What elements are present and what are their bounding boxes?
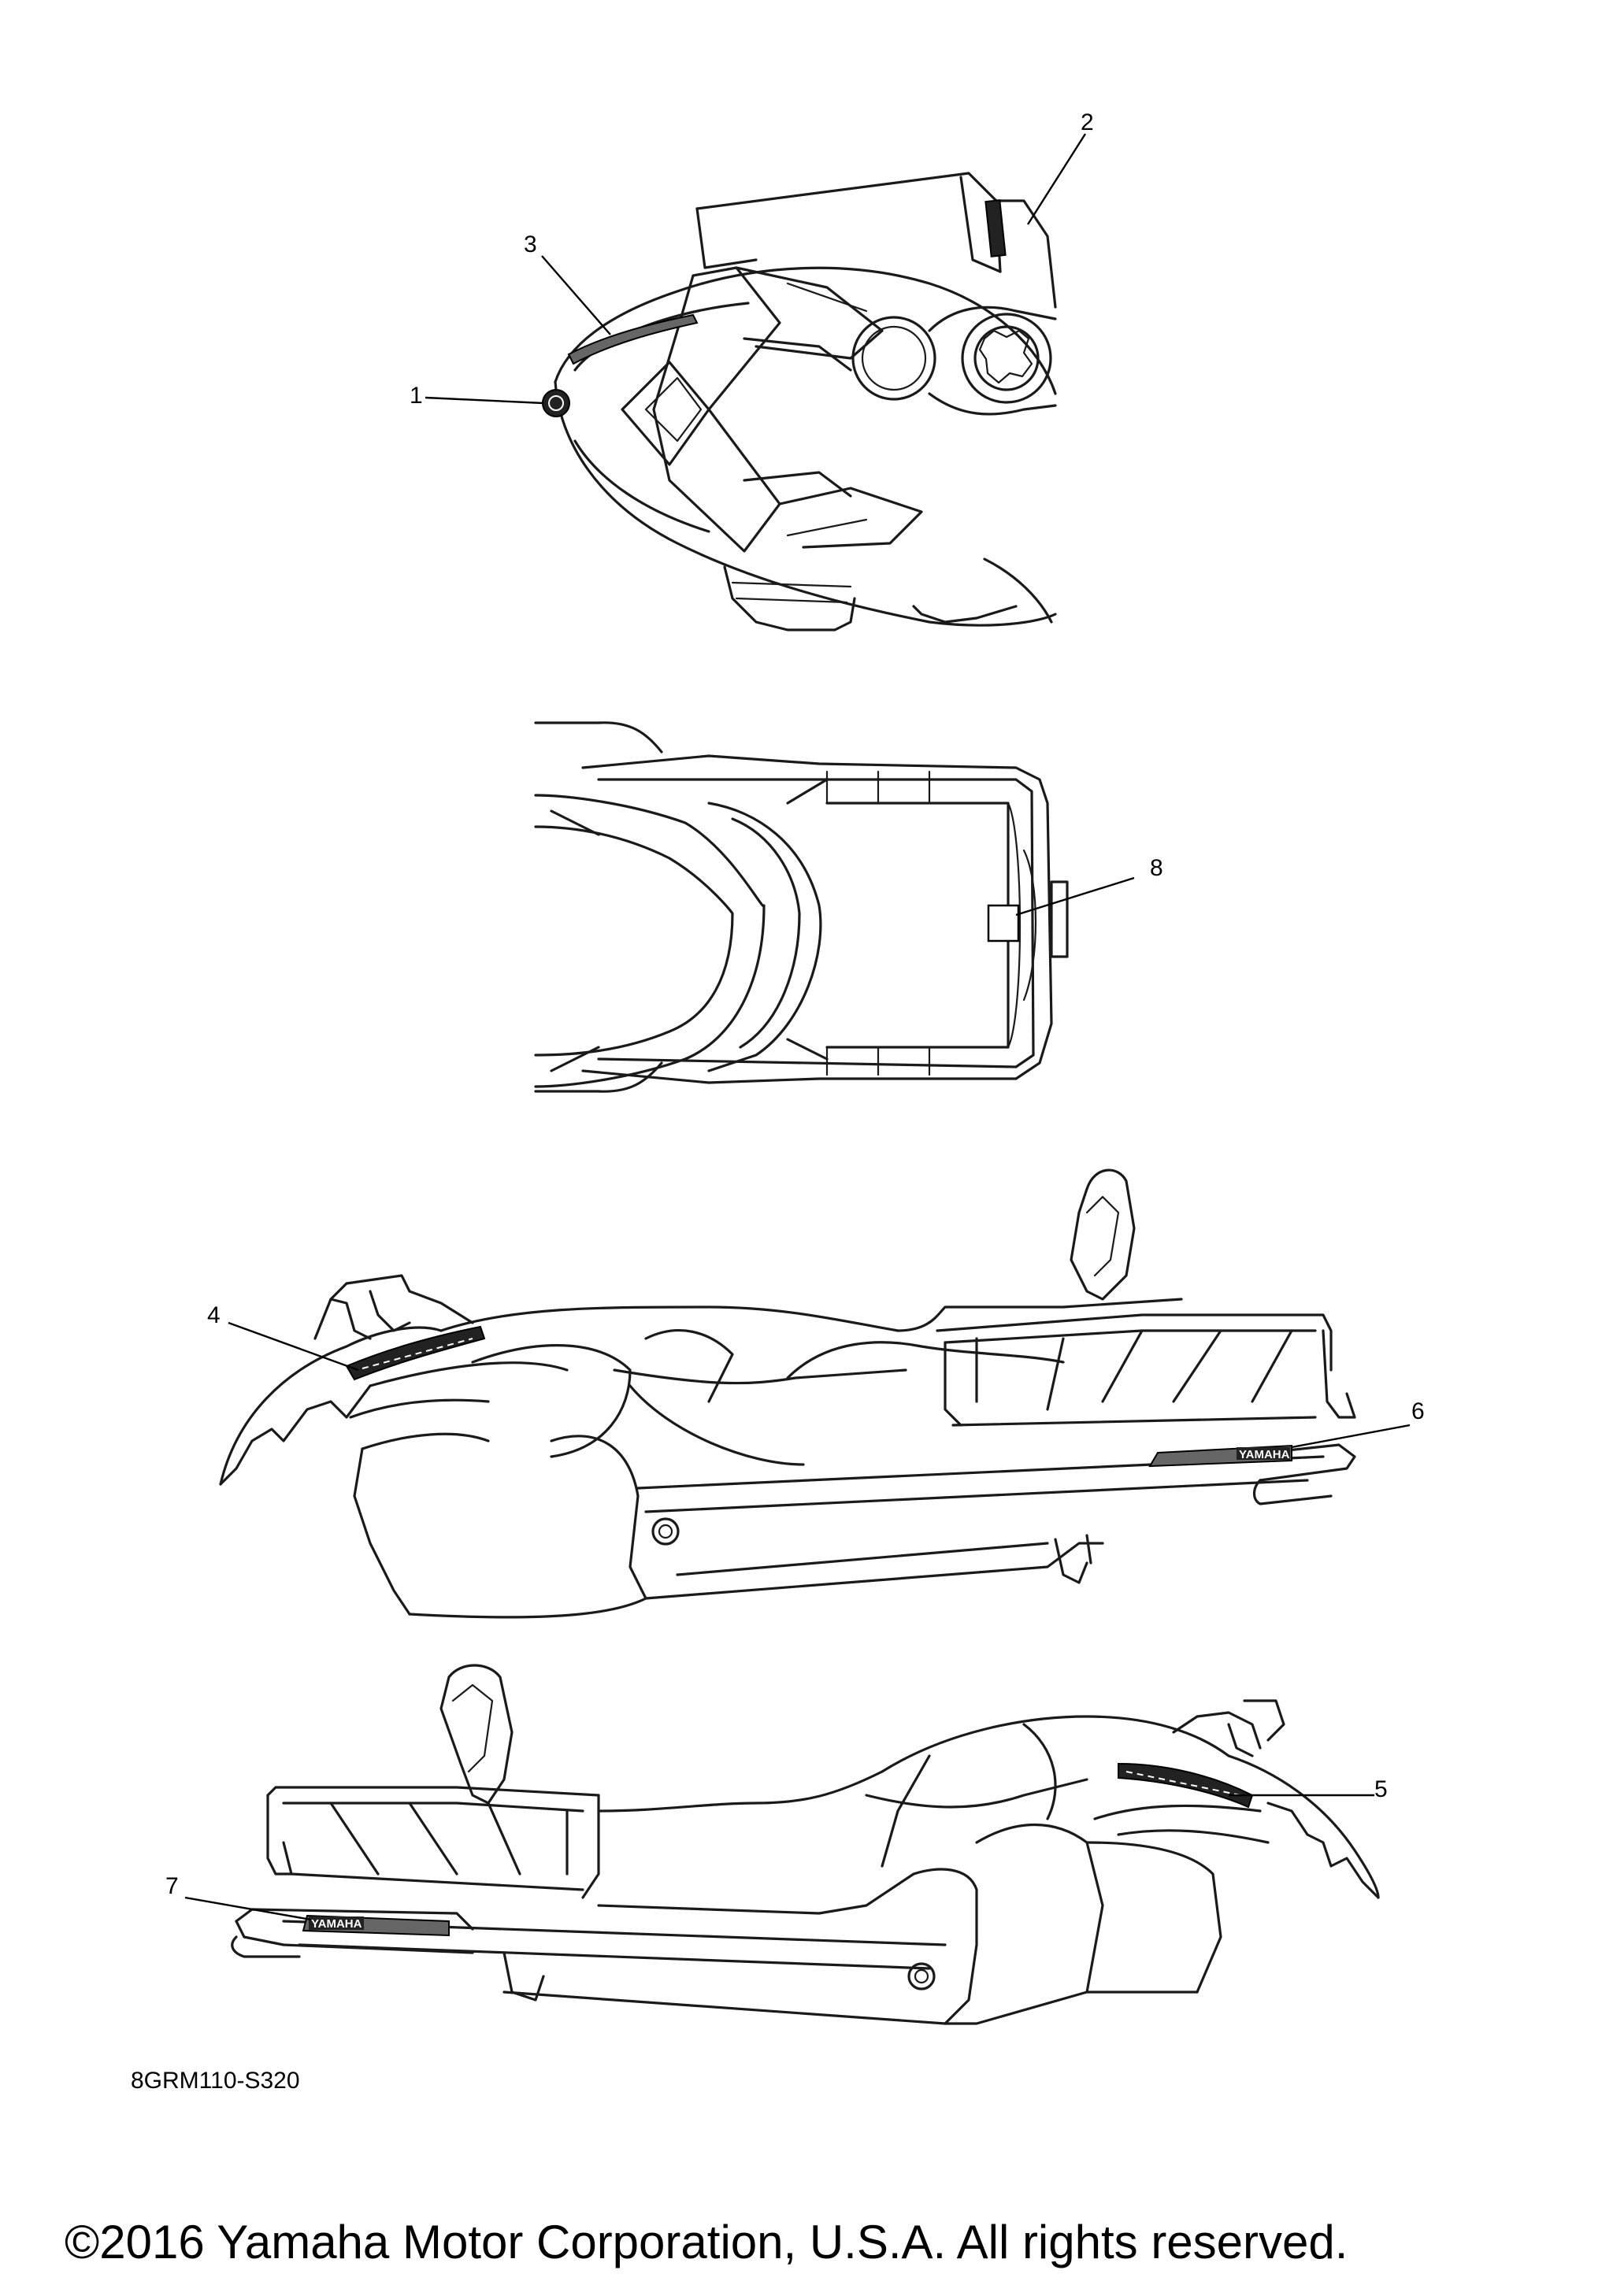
callout-3: 3: [524, 231, 537, 257]
right-side-view: YAMAHA: [231, 1664, 1380, 2025]
leader-lines: [184, 133, 1411, 1921]
diagram-code: 8GRM110-S320: [131, 2068, 300, 2094]
decal-4-stripe: [345, 1325, 486, 1381]
decal-6-text: YAMAHA: [1239, 1448, 1290, 1461]
callout-5: 5: [1374, 1776, 1388, 1802]
left-side-view: YAMAHA: [219, 1168, 1356, 1619]
callout-4: 4: [207, 1302, 221, 1328]
callout-1: 1: [410, 383, 423, 409]
decal-8-label: [987, 904, 1020, 942]
callout-2: 2: [1081, 109, 1094, 135]
copyright-text: ©2016 Yamaha Motor Corporation, U.S.A. A…: [65, 2216, 1348, 2268]
callout-7: 7: [165, 1873, 179, 1899]
decal-3-stripe: [567, 313, 699, 365]
callout-6: 6: [1411, 1398, 1425, 1424]
callout-8: 8: [1150, 855, 1163, 881]
decal-7-text: YAMAHA: [311, 1917, 362, 1931]
callout-numbers: 1 2 3 4 5 6 7 8: [165, 109, 1425, 1899]
hood-top-view: [542, 172, 1057, 631]
rack-top-view: [534, 721, 1069, 1093]
decal-1-emblem: [542, 389, 570, 417]
decal-5-stripe: [1118, 1762, 1254, 1809]
decal-2-label: [984, 199, 1007, 257]
